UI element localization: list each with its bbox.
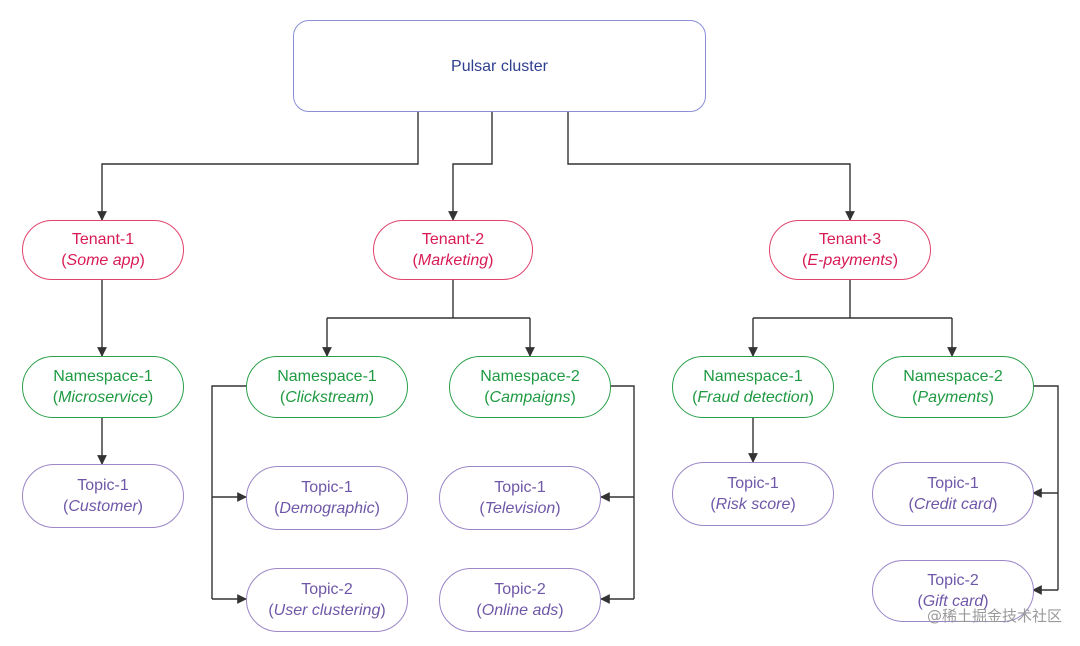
edge-payments-bus [1032,385,1059,590]
topic-desc: Online ads [481,602,559,619]
topic-node-customer: Topic-1 (Customer) [22,464,184,528]
namespace-desc: Payments [917,389,989,406]
topic-node-demographic: Topic-1 (Demographic) [246,466,408,530]
namespace-node-clickstream: Namespace-1 (Clickstream) [246,356,408,418]
tenant-name: Tenant-1 [71,231,135,248]
tenant-desc: Some app [66,252,140,269]
tenant-node-3: Tenant-3 (E-payments) [769,220,931,280]
topic-name: Topic-1 [927,475,979,492]
edge-root-tenant-3 [567,112,855,221]
namespace-node-payments: Namespace-2 (Payments) [872,356,1034,418]
topic-node-user-clustering: Topic-2 (User clustering) [246,568,408,632]
topic-name: Topic-1 [77,477,129,494]
topic-name: Topic-2 [494,581,546,598]
topic-name: Topic-1 [494,479,546,496]
namespace-desc: Campaigns [489,389,571,406]
topic-node-television: Topic-1 (Television) [439,466,601,530]
edge-root-tenant-2 [448,112,493,221]
namespace-name: Namespace-1 [703,368,803,385]
topic-desc: Television [484,500,556,517]
edge-tenant-2-namespaces [327,280,530,319]
topic-name: Topic-2 [301,581,353,598]
topic-desc: Risk score [715,496,791,513]
topic-name: Topic-1 [301,479,353,496]
namespace-node-campaigns: Namespace-2 (Campaigns) [449,356,611,418]
topic-node-online-ads: Topic-2 (Online ads) [439,568,601,632]
namespace-name: Namespace-2 [903,368,1003,385]
root-node-pulsar-cluster: Pulsar cluster [293,20,706,112]
namespace-desc: Fraud detection [697,389,809,406]
tenant-node-2: Tenant-2 (Marketing) [373,220,533,280]
namespace-node-fraud-detection: Namespace-1 (Fraud detection) [672,356,834,418]
tenant-name: Tenant-2 [421,231,485,248]
topic-desc: User clustering [273,602,381,619]
topic-node-risk-score: Topic-1 (Risk score) [672,462,834,526]
namespace-name: Namespace-2 [480,368,580,385]
namespace-node-microservice: Namespace-1 (Microservice) [22,356,184,418]
topic-name: Topic-1 [727,475,779,492]
topic-desc: Customer [68,498,138,515]
topic-node-gift-card: Topic-2 (Gift card) [872,560,1034,622]
edge-root-tenant-1 [97,112,419,221]
watermark: @稀土掘金技术社区 [926,607,1062,625]
tenant-name: Tenant-3 [818,231,882,248]
root-label: Pulsar cluster [451,57,548,75]
edge-clickstream-bus [211,385,248,599]
namespace-name: Namespace-1 [53,368,153,385]
topic-desc: Credit card [913,496,993,513]
topic-desc: Demographic [279,500,375,517]
edge-campaigns-bus [610,385,635,599]
tenant-desc: Marketing [417,252,489,269]
namespace-name: Namespace-1 [277,368,377,385]
topic-name: Topic-2 [927,572,979,589]
topic-node-credit-card: Topic-1 (Credit card) [872,462,1034,526]
namespace-desc: Microservice [58,389,148,406]
tenant-desc: E-payments [807,252,893,269]
tenant-node-1: Tenant-1 (Some app) [22,220,184,280]
namespace-desc: Clickstream [285,389,369,406]
edge-tenant-3-namespaces [753,280,952,319]
topic-desc: Gift card [922,593,984,610]
